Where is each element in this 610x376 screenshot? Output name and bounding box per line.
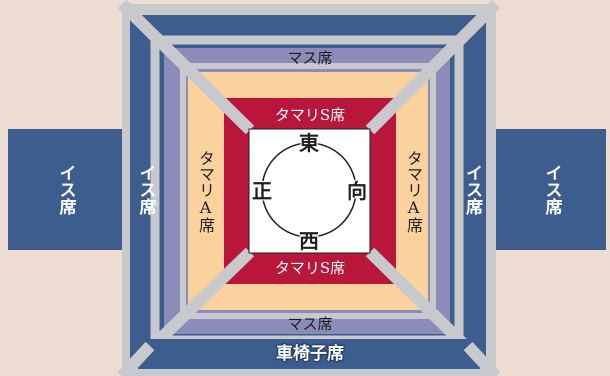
- grey-band-inner: [180, 63, 436, 319]
- wheelchair-seat-label: 車椅子席: [276, 343, 344, 364]
- chair-seat-label-right: イス席: [541, 164, 562, 215]
- tamari-a-label-right: タマリA席: [404, 149, 423, 233]
- aisle-top-right: [365, 0, 501, 135]
- dohyo-west-label: 西: [299, 229, 319, 253]
- dohyo-mukou-label: 向: [347, 179, 367, 203]
- aisle-bottom-right-cap: [463, 341, 501, 376]
- wheelchair-strip: [138, 339, 480, 369]
- chair-seat-label-inner-left: イス席: [135, 164, 156, 215]
- chair-seat-label-left: イス席: [55, 164, 76, 215]
- masu-seat-label-top: マス席: [287, 49, 333, 67]
- tamari-s-label-top: タマリS席: [274, 105, 346, 124]
- chair-block-right: [496, 129, 606, 250]
- masu-seat-label-bottom: マス席: [287, 314, 333, 333]
- dohyo-east-label: 東: [299, 131, 319, 155]
- dohyo-ring: [261, 142, 357, 238]
- aisle-bottom-left-cap: [117, 341, 155, 376]
- tamari-a-label-left: タマリA席: [196, 149, 215, 233]
- dohyo-square: [248, 128, 371, 254]
- dohyo-shomen-label: 正: [252, 179, 272, 203]
- chair-seat-label-inner-right: イス席: [462, 164, 482, 215]
- chair-block-left: [8, 129, 122, 250]
- tamari-s-label-bottom: タマリS席: [274, 258, 346, 277]
- aisle-top-left: [117, 0, 255, 135]
